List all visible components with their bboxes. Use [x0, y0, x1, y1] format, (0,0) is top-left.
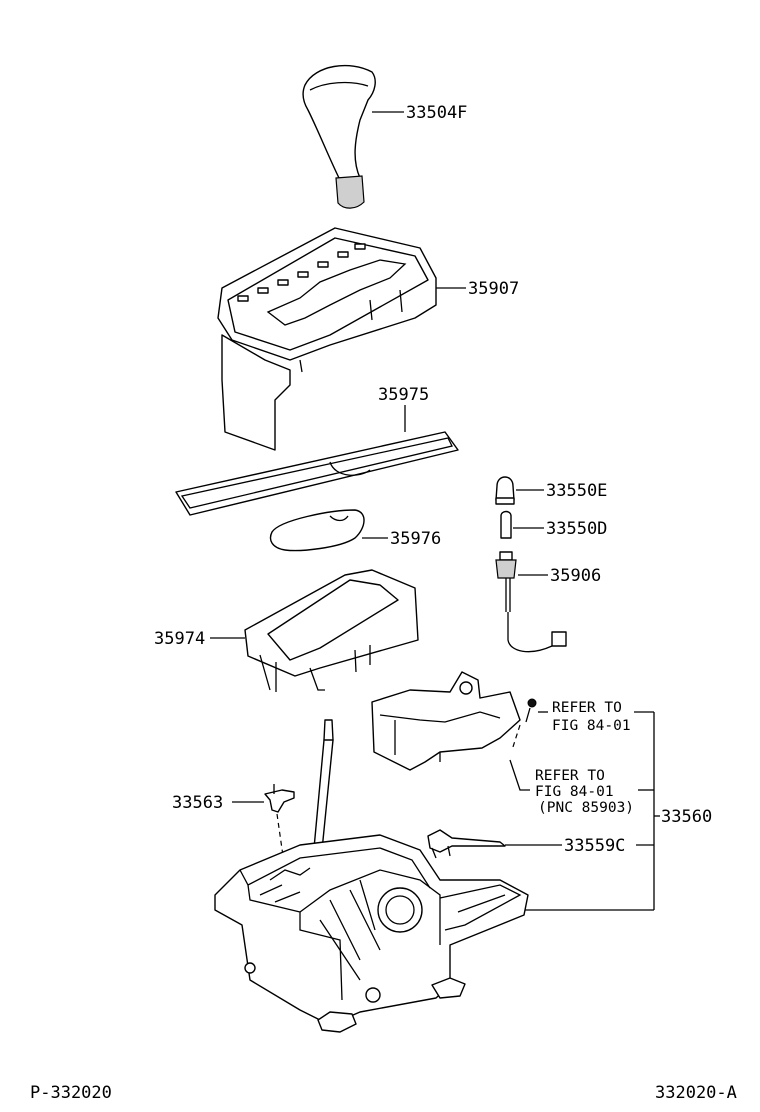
label-35976: 35976: [390, 529, 441, 549]
label-33550D: 33550D: [546, 519, 607, 539]
refer-note-2-line1: REFER TO: [535, 768, 605, 784]
refer-note-1-line1: REFER TO: [552, 700, 622, 716]
slide-plate-drawing: [175, 431, 459, 516]
shift-base-drawing: [214, 834, 529, 1033]
small-plate-drawing: [269, 509, 365, 552]
bulb-socket-drawing: [495, 551, 567, 653]
bulb-drawing: [500, 510, 512, 539]
footer-left-code: P-332020: [30, 1083, 112, 1103]
dashed-guide-screw: [511, 724, 521, 751]
detent-spring-drawing: [427, 829, 506, 859]
assembly-brace: [520, 711, 660, 911]
upper-bracket-drawing: [371, 671, 521, 771]
indicator-housing-drawing: [217, 227, 437, 451]
label-33504F: 33504F: [406, 103, 467, 123]
label-35907: 35907: [468, 279, 519, 299]
label-33560: 33560: [661, 807, 712, 827]
lever-guide-drawing: [244, 569, 419, 692]
screw-drawing: [525, 698, 537, 723]
label-33550E: 33550E: [546, 481, 607, 501]
label-33563: 33563: [172, 793, 223, 813]
label-33559C: 33559C: [564, 836, 625, 856]
leader-refer-2: [509, 759, 530, 791]
refer-note-2-line2: FIG 84-01: [535, 784, 614, 800]
bulb-cap-drawing: [495, 476, 515, 505]
label-35906: 35906: [550, 566, 601, 586]
refer-note-2-line3: (PNC 85903): [538, 800, 634, 816]
footer-right-code: 332020-A: [655, 1083, 737, 1103]
label-35975: 35975: [378, 385, 429, 405]
shift-knob-drawing: [302, 64, 376, 209]
label-35974: 35974: [154, 629, 205, 649]
lock-pin-drawing: [264, 784, 295, 813]
refer-note-1-line2: FIG 84-01: [552, 718, 631, 734]
